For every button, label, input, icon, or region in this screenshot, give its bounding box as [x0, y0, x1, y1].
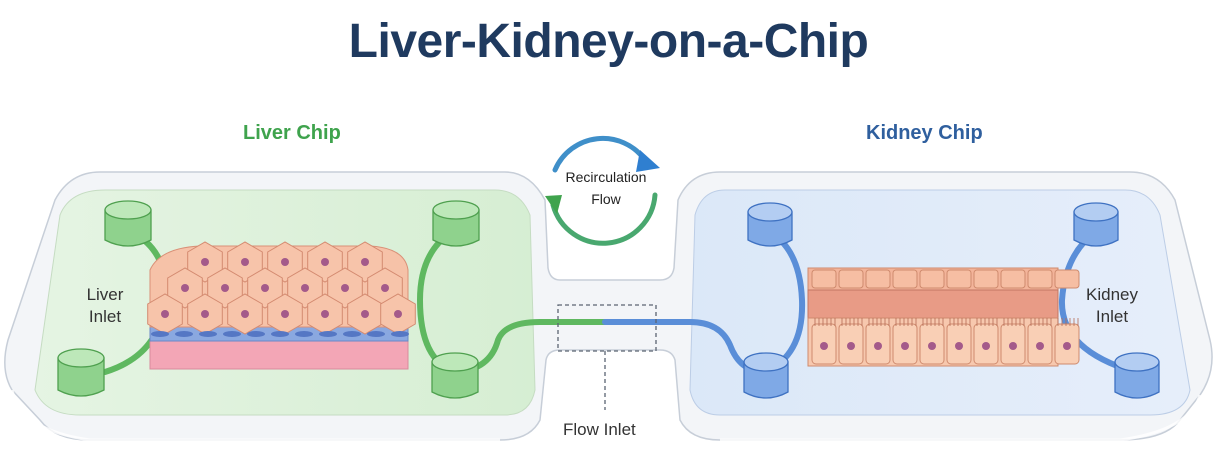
liver-cell-nucleus [281, 310, 289, 318]
endothelial-cell [319, 331, 337, 337]
kidney-cell-nucleus [901, 342, 909, 350]
endothelial-cell [199, 331, 217, 337]
recirc-arrowhead-right [636, 150, 660, 172]
kidney-cell-nucleus [1036, 342, 1044, 350]
liver-cell-nucleus [341, 284, 349, 292]
liver-cell-nucleus [241, 258, 249, 266]
kidney-cell-nucleus [874, 342, 882, 350]
page-title: Liver-Kidney-on-a-Chip [348, 15, 869, 68]
kidney-apical-cell [811, 269, 837, 289]
kidney-cylinder-top-right [1073, 202, 1119, 247]
kidney-apical-cell [892, 269, 918, 289]
liver-chip-label: Liver Chip [243, 122, 341, 144]
endothelial-cell [175, 331, 193, 337]
kidney-cell-nucleus [847, 342, 855, 350]
liver-cell-nucleus [361, 258, 369, 266]
kidney-apical-cell [838, 269, 864, 289]
kidney-cylinder-bottom-right [1114, 352, 1160, 399]
kidney-apical-cell [1027, 269, 1053, 289]
liver-cell-nucleus [381, 284, 389, 292]
flow-inlet-label: Flow Inlet [563, 420, 636, 439]
liver-cell-nucleus [361, 310, 369, 318]
kidney-cell-nucleus [1009, 342, 1017, 350]
liver-inlet-cylinder-bottom [57, 348, 105, 397]
kidney-apical-cell [973, 269, 999, 289]
endothelial-cell [247, 331, 265, 337]
kidney-inlet-label: Kidney Inlet [1086, 285, 1138, 326]
endothelial-cell [271, 331, 289, 337]
kidney-cylinder-top-left [747, 202, 793, 247]
liver-cell-nucleus [161, 310, 169, 318]
endothelial-cell [367, 331, 385, 337]
endothelial-cell [391, 331, 409, 337]
kidney-cell-nucleus [928, 342, 936, 350]
kidney-apical-cell [865, 269, 891, 289]
liver-cell-nucleus [201, 310, 209, 318]
liver-cell-nucleus [321, 310, 329, 318]
kidney-cell-nucleus [955, 342, 963, 350]
kidney-apical-cell [1054, 269, 1080, 289]
recirculation-arrows [550, 135, 658, 246]
liver-cell-nucleus [241, 310, 249, 318]
recirc-arrowhead-left [545, 195, 562, 214]
recirculation-label: Recirculation Flow [552, 166, 660, 210]
kidney-cell-nucleus [820, 342, 828, 350]
kidney-apical-cell [919, 269, 945, 289]
kidney-cell-nucleus [982, 342, 990, 350]
liver-cell-nucleus [221, 284, 229, 292]
kidney-chip-label: Kidney Chip [866, 122, 983, 144]
liver-inlet-cylinder-top [104, 200, 152, 247]
liver-outlet-cylinder-top [432, 200, 480, 247]
liver-inlet-label: Liver Inlet [86, 285, 124, 326]
endothelial-cell [223, 331, 241, 337]
flow-inlet-box [557, 304, 657, 352]
liver-cell-nucleus [261, 284, 269, 292]
endothelial-cell [295, 331, 313, 337]
endothelial-cell [151, 331, 169, 337]
liver-cell-nucleus [394, 310, 402, 318]
liver-cell-nucleus [281, 258, 289, 266]
endothelial-cell [343, 331, 361, 337]
liver-cell-nucleus [301, 284, 309, 292]
liver-cell-nucleus [181, 284, 189, 292]
kidney-tissue [807, 267, 1080, 367]
kidney-cell-nucleus [1063, 342, 1071, 350]
liver-outlet-cylinder-bottom [431, 352, 479, 399]
kidney-cylinder-bottom-left [743, 352, 789, 399]
recirculation-line1: Recirculation [565, 169, 647, 185]
liver-tissue [147, 241, 416, 370]
liver-cell-nucleus [321, 258, 329, 266]
liver-cell-nucleus [201, 258, 209, 266]
recirculation-line2: Flow [591, 191, 621, 207]
kidney-apical-cell [946, 269, 972, 289]
kidney-apical-cell [1000, 269, 1026, 289]
